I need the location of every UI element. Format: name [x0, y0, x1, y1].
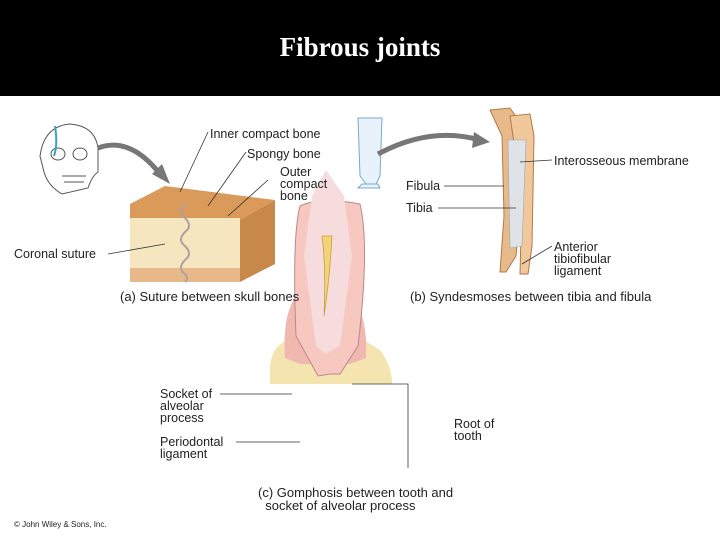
label-coronal-suture: Coronal suture	[14, 247, 96, 261]
label-anterior-tibiofibular-ligament: Anterior tibiofibular ligament	[554, 240, 611, 278]
leg-arrow-head	[472, 132, 490, 148]
caption-panel-a: (a) Suture between skull bones	[120, 289, 300, 304]
slide-title: Fibrous joints	[279, 32, 441, 62]
tibia-fibula	[489, 107, 535, 275]
caption-panel-c: (c) Gomphosis between tooth and socket o…	[258, 485, 454, 513]
leg-arrow	[376, 132, 481, 157]
panel-a-leaders	[107, 131, 269, 255]
caption-panel-b: (b) Syndesmoses between tibia and fibula	[410, 289, 652, 304]
tooth-illustration	[270, 170, 392, 384]
label-tibia: Tibia	[406, 201, 433, 215]
copyright: © John Wiley & Sons, Inc.	[14, 520, 107, 529]
leg-illustration	[356, 117, 383, 189]
label-periodontal-ligament: Periodontal ligament	[160, 435, 224, 461]
panel-c-leaders	[220, 383, 409, 468]
title-bar	[0, 0, 720, 96]
label-spongy-bone: Spongy bone	[247, 147, 321, 161]
label-outer-compact-bone: Outer compact bone	[280, 165, 328, 203]
label-inner-compact-bone: Inner compact bone	[210, 127, 321, 141]
bone-block	[130, 186, 275, 283]
skull-arrow-head	[152, 164, 170, 184]
skull-illustration	[39, 123, 99, 195]
skull-arrow	[97, 142, 162, 176]
fibrous-joints-diagram	[39, 107, 553, 468]
label-fibula: Fibula	[406, 179, 441, 193]
label-root-of-tooth: Root of tooth	[454, 417, 495, 443]
panel-b-leaders	[438, 159, 553, 265]
label-interosseous-membrane: Interosseous membrane	[554, 154, 689, 168]
label-socket-of-alveolar-process: Socket of alveolar process	[160, 387, 213, 425]
